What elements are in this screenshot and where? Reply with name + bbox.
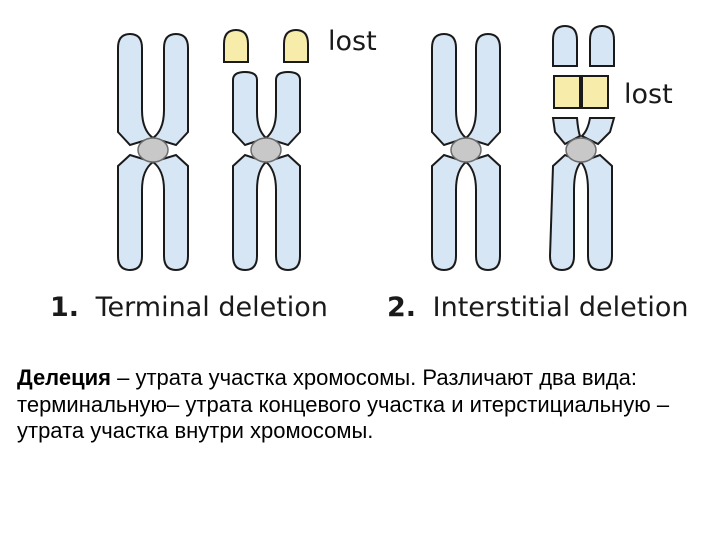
chromatid-left-upper — [232, 70, 268, 147]
lost-segment-left — [223, 28, 249, 63]
chromatid-right-lower — [150, 153, 189, 272]
interstitial-deletion-chromosome: lost — [548, 24, 673, 272]
lost-label-interstitial: lost — [624, 79, 673, 110]
normal-chromosome-interstitial — [431, 32, 501, 272]
caption-terminal: 1. Terminal deletion — [50, 292, 328, 323]
normal-chromosome-terminal — [117, 32, 189, 272]
chromatid-left-lower — [232, 153, 268, 272]
lost-label-terminal: lost — [328, 26, 377, 57]
chromatid-right-upper — [150, 32, 189, 147]
chromatid-right-lower — [579, 153, 613, 272]
chromatid-right-tip — [589, 24, 615, 67]
centromere — [250, 137, 282, 163]
centromere — [565, 137, 597, 163]
deletion-diagram: lost lost 1. Terminal deletion 2. Inters… — [50, 24, 688, 323]
chromatid-right-upper — [463, 32, 501, 147]
caption-interstitial: 2. Interstitial deletion — [387, 292, 688, 323]
caption-terminal-number: 1. — [50, 292, 79, 323]
chromatid-left-lower — [117, 153, 156, 272]
chromatid-left-lower — [548, 153, 583, 272]
centromere — [450, 137, 482, 163]
caption-terminal-text: Terminal deletion — [95, 292, 328, 323]
lost-segment-left — [553, 75, 581, 109]
lost-segment-right — [283, 28, 309, 63]
chromatid-left-upper — [117, 32, 156, 147]
caption-interstitial-number: 2. — [387, 292, 416, 323]
centromere — [137, 137, 169, 163]
chromatid-right-upper — [263, 70, 301, 147]
chromatid-right-upper — [580, 117, 616, 146]
lost-segment-right — [581, 75, 609, 109]
chromatid-left-upper — [431, 32, 469, 147]
description-term: Делеция — [17, 365, 111, 390]
chromatid-right-lower — [463, 153, 501, 272]
terminal-deletion-chromosome: lost — [223, 26, 377, 272]
chromatid-left-lower — [431, 153, 469, 272]
caption-interstitial-text: Interstitial deletion — [433, 292, 689, 323]
chromatid-right-lower — [263, 153, 301, 272]
chromatid-left-tip — [552, 24, 578, 67]
description-text: Делеция – утрата участка хромосомы. Разл… — [17, 365, 707, 445]
description-body: – утрата участка хромосомы. Различают дв… — [17, 365, 670, 443]
